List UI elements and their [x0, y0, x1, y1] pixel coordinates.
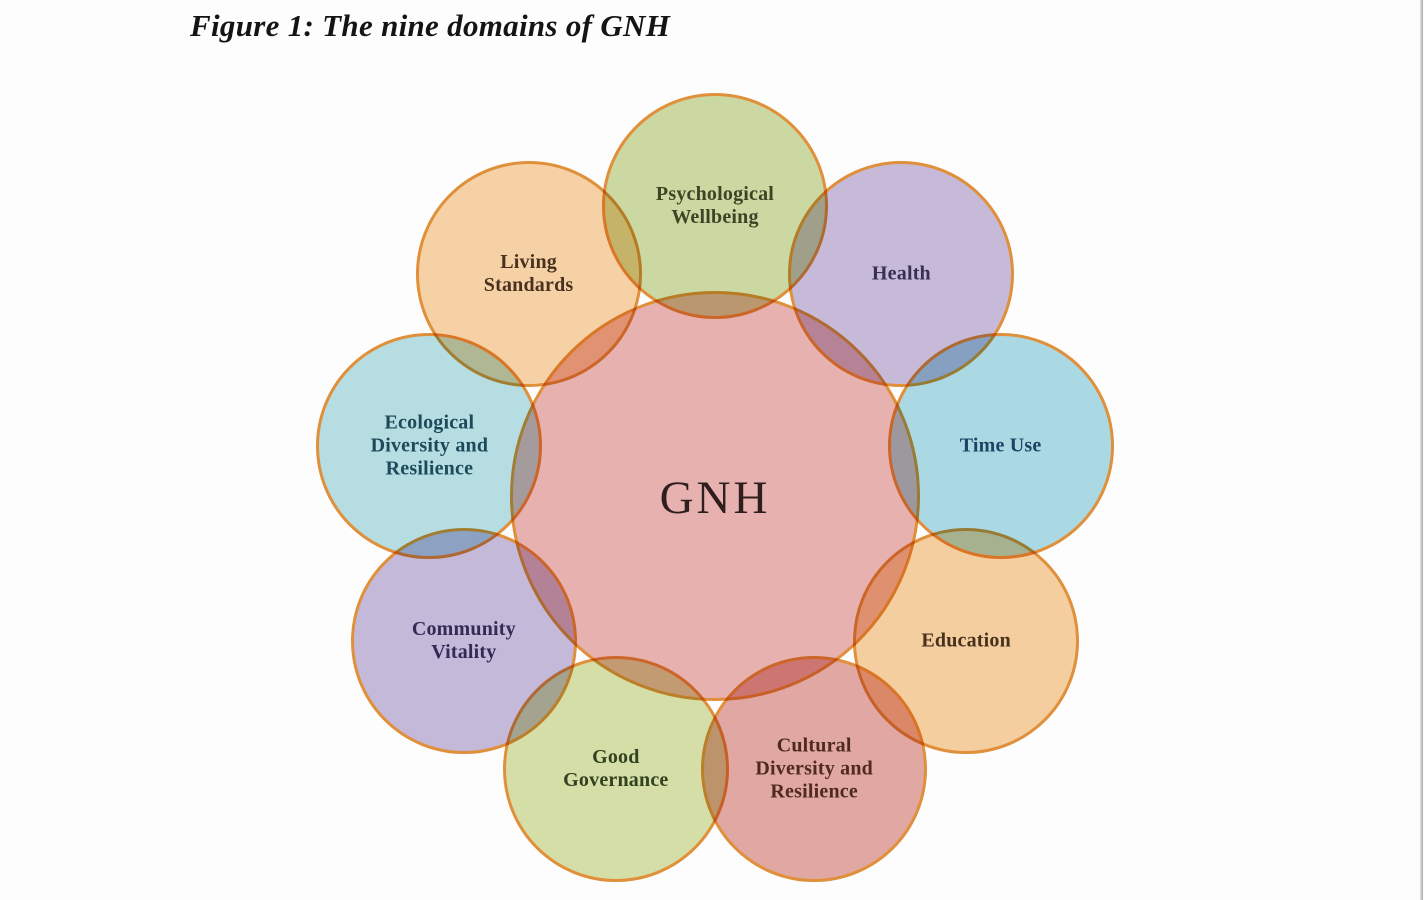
domain-circle-living-standards [415, 160, 642, 387]
domain-label-cultural-diversity-and-resilience: Cultural Diversity and Resilience [755, 734, 873, 802]
domain-label-health: Health [871, 262, 931, 285]
figure-title: Figure 1: The nine domains of GNH [190, 8, 671, 43]
gnh-center-label: GNH [659, 472, 771, 524]
domain-label-community-vitality: Community Vitality [411, 618, 516, 663]
domain-label-time-use: Time Use [959, 434, 1042, 457]
domain-label-ecological-diversity-and-resilience: Ecological Diversity and Resilience [370, 411, 489, 480]
domain-circle-time-use [887, 332, 1114, 559]
domain-label-living-standards: Living Standards [483, 250, 574, 296]
domain-label-education: Education [921, 629, 1011, 652]
domain-label-psychological-wellbeing: Psychological Wellbeing [655, 183, 775, 228]
page-edge-line [1420, 0, 1423, 900]
domain-label-good-governance: Good Governance [563, 745, 669, 791]
